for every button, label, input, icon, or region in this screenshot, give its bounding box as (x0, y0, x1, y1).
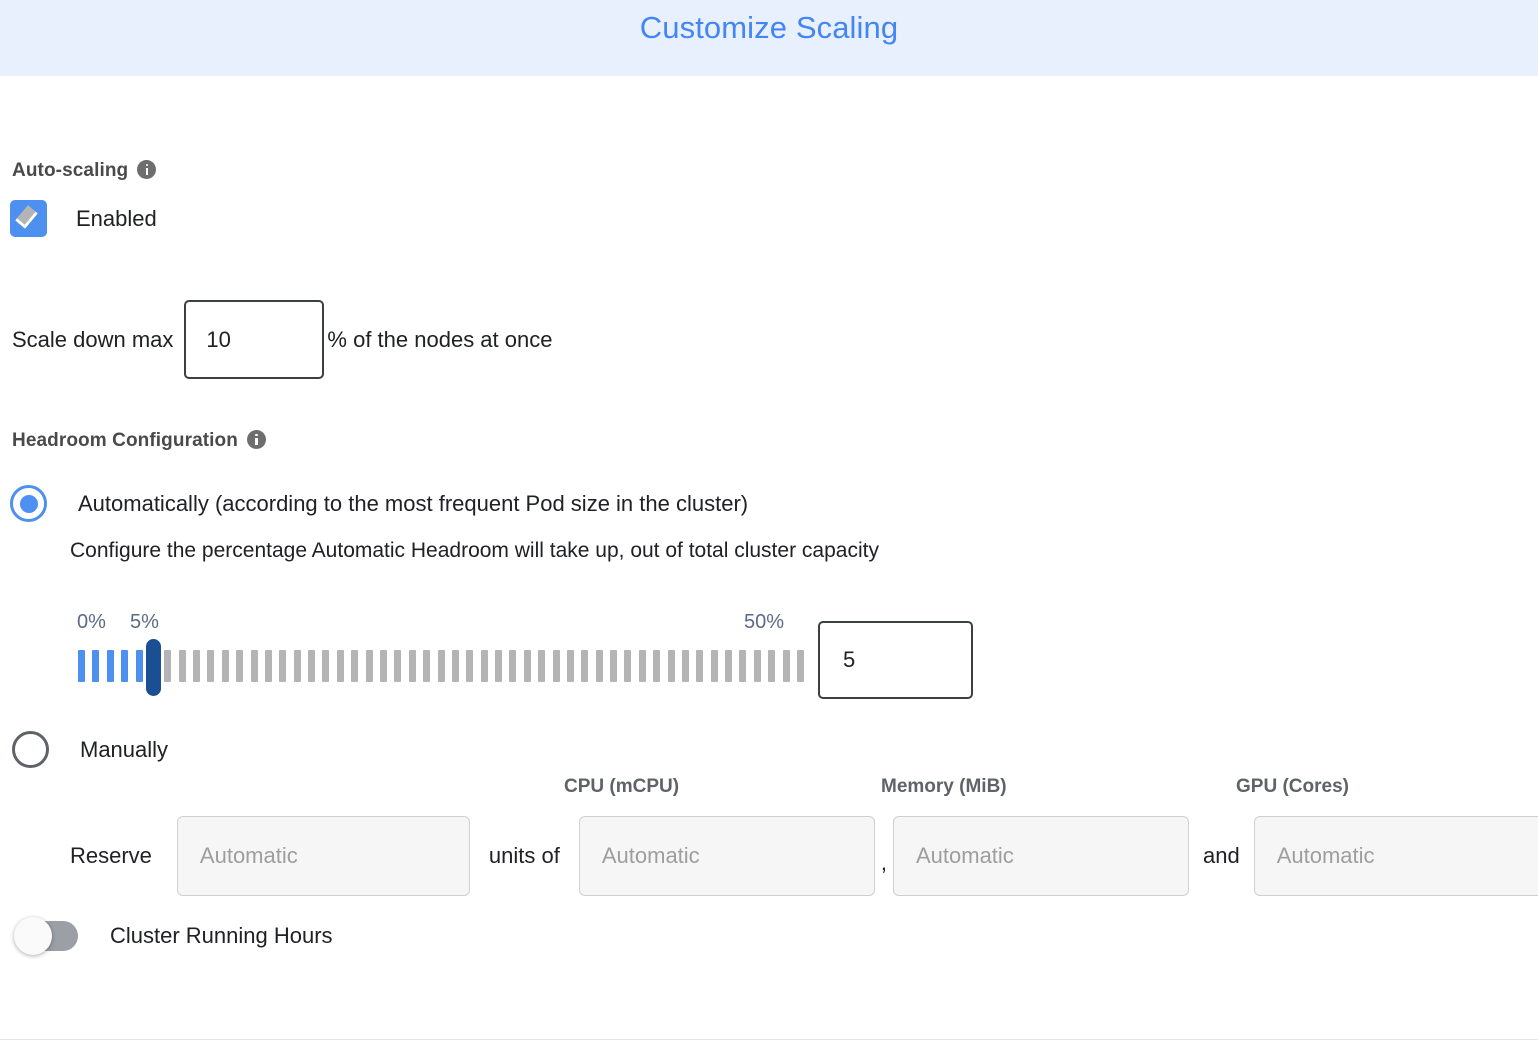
slider-tick (437, 650, 445, 682)
slider-tick (293, 650, 301, 682)
slider-tick (408, 650, 416, 682)
page-title: Customize Scaling (639, 10, 899, 45)
slider-tick (595, 650, 603, 682)
slider-tick (638, 650, 646, 682)
slider-tick (193, 650, 201, 682)
slider-tick (581, 650, 589, 682)
section-title-autoscaling-label: Auto-scaling (12, 160, 129, 181)
enabled-checkbox-label: Enabled (76, 205, 157, 231)
slider-tick (279, 650, 287, 682)
slider-tick (365, 650, 373, 682)
slider-tick (782, 650, 790, 682)
cluster-running-hours-label: Cluster Running Hours (110, 923, 333, 948)
section-title-headroom-label: Headroom Configuration (12, 430, 238, 451)
radio-manual[interactable] (12, 731, 49, 768)
cluster-running-hours-row[interactable]: Cluster Running Hours (14, 917, 333, 955)
slider-tick (797, 650, 804, 682)
cluster-running-hours-toggle[interactable] (14, 917, 78, 955)
radio-automatic[interactable] (10, 485, 47, 522)
slider-tick (164, 650, 172, 682)
slider-tick (610, 650, 618, 682)
section-title-headroom: Headroom Configuration (12, 430, 266, 452)
reserve-row: Reserve Automatic units of Automatic , A… (70, 816, 1538, 896)
dialog-header: Customize Scaling (0, 0, 1538, 76)
slider-tick (466, 650, 474, 682)
comma-separator: , (880, 850, 887, 875)
scale-down-max-label: Scale down max (12, 326, 174, 352)
slider-tick (552, 650, 560, 682)
slider-tick (379, 650, 387, 682)
slider-tick (135, 650, 143, 682)
slider-tick (322, 650, 330, 682)
dialog-body: Auto-scaling Enabled Scale down max 10 %… (0, 76, 1538, 1040)
slider-tick (106, 650, 114, 682)
info-icon[interactable] (137, 160, 157, 180)
enabled-checkbox-row[interactable]: Enabled (10, 200, 157, 237)
slider-min-label: 0% (77, 611, 106, 633)
radio-manual-row[interactable]: Manually (12, 731, 168, 768)
headroom-helper-text: Configure the percentage Automatic Headr… (70, 539, 879, 562)
slider-tick (207, 650, 215, 682)
slider-tick (725, 650, 733, 682)
slider-tick (653, 650, 661, 682)
and-label: and (1202, 843, 1240, 868)
reserve-label: Reserve (70, 843, 152, 868)
info-icon[interactable] (246, 430, 266, 450)
slider-thumb[interactable] (145, 639, 161, 696)
slider-tick (710, 650, 718, 682)
slider-tick (696, 650, 704, 682)
slider-tick (236, 650, 244, 682)
slider-tick (624, 650, 632, 682)
headroom-percentage-slider[interactable]: 0% 5% 50% (77, 611, 804, 701)
headroom-percentage-input[interactable]: 5 (818, 621, 973, 699)
radio-automatic-label: Automatically (according to the most fre… (78, 490, 749, 516)
section-title-autoscaling: Auto-scaling (12, 160, 157, 182)
slider-tick (92, 650, 100, 682)
check-icon (15, 205, 38, 229)
slider-tick (739, 650, 747, 682)
slider-tick (480, 650, 488, 682)
slider-tick (351, 650, 359, 682)
column-header-cpu: CPU (mCPU) (564, 776, 680, 797)
slider-tick (423, 650, 431, 682)
slider-tick (495, 650, 503, 682)
scale-down-max-suffix: % of the nodes at once (327, 326, 553, 352)
enabled-checkbox[interactable] (10, 200, 47, 237)
slider-tick (509, 650, 517, 682)
slider-tick (667, 650, 675, 682)
scale-down-max-input[interactable]: 10 (184, 300, 325, 379)
slider-tick (538, 650, 546, 682)
slider-tick (221, 650, 229, 682)
slider-tick (250, 650, 258, 682)
column-header-gpu: GPU (Cores) (1236, 776, 1349, 797)
reserve-memory-input[interactable]: Automatic (892, 816, 1189, 896)
slider-tick (178, 650, 186, 682)
slider-max-label: 50% (744, 611, 785, 633)
units-of-label: units of (488, 843, 560, 868)
slider-tick-labels: 0% 5% 50% (77, 611, 804, 639)
scale-down-max-row: Scale down max 10 % of the nodes at once (12, 300, 552, 379)
toggle-knob (14, 917, 52, 955)
slider-tick (753, 650, 761, 682)
radio-automatic-row[interactable]: Automatically (according to the most fre… (10, 485, 748, 522)
reserve-gpu-input[interactable]: Automatic (1253, 816, 1538, 896)
slider-track[interactable] (78, 639, 804, 696)
radio-manual-label: Manually (80, 736, 169, 762)
slider-tick (121, 650, 129, 682)
reserve-units-input[interactable]: Automatic (176, 816, 470, 896)
reserve-cpu-input[interactable]: Automatic (578, 816, 875, 896)
slider-tick (78, 650, 85, 682)
slider-tick (394, 650, 402, 682)
column-header-memory: Memory (MiB) (881, 776, 1007, 797)
slider-tick (768, 650, 776, 682)
slider-tick (308, 650, 316, 682)
slider-tick (681, 650, 689, 682)
slider-current-label: 5% (130, 611, 159, 633)
slider-tick (566, 650, 574, 682)
slider-tick (336, 650, 344, 682)
slider-tick (523, 650, 531, 682)
slider-tick (264, 650, 272, 682)
slider-tick (451, 650, 459, 682)
